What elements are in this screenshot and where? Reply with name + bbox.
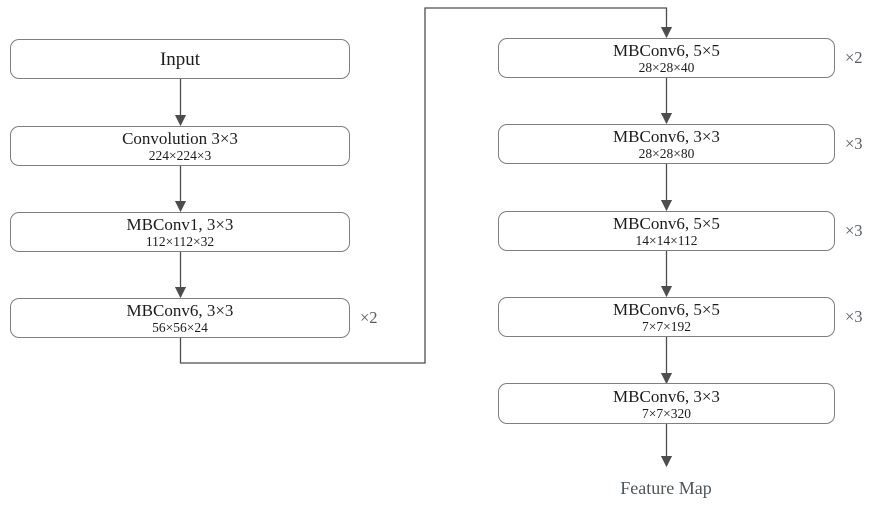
node-mbconv1-3x3: MBConv1, 3×3 112×112×32 <box>10 212 350 252</box>
node-subtitle: 112×112×32 <box>145 234 215 249</box>
node-input: Input <box>10 39 350 79</box>
node-mbconv6-3x3-7: MBConv6, 3×3 7×7×320 <box>498 383 835 424</box>
node-subtitle: 28×28×80 <box>638 146 695 161</box>
node-subtitle: 7×7×192 <box>642 319 691 334</box>
node-subtitle: 56×56×24 <box>152 320 208 335</box>
repeat-multiplier: ×3 <box>845 307 863 326</box>
node-title: MBConv6, 5×5 <box>613 214 720 233</box>
node-convolution: Convolution 3×3 224×224×3 <box>10 126 350 166</box>
node-mbconv6-5x5-7: MBConv6, 5×5 7×7×192 <box>498 297 835 337</box>
node-title: MBConv6, 3×3 <box>613 127 720 146</box>
repeat-multiplier: ×3 <box>845 134 863 153</box>
node-mbconv6-3x3-28: MBConv6, 3×3 28×28×80 <box>498 124 835 164</box>
node-title: MBConv6, 3×3 <box>613 386 720 406</box>
node-mbconv6-3x3-56: MBConv6, 3×3 56×56×24 <box>10 298 350 338</box>
node-title: MBConv6, 5×5 <box>613 41 720 60</box>
repeat-multiplier: ×2 <box>360 308 378 327</box>
node-title: Convolution 3×3 <box>122 129 238 148</box>
node-subtitle: 224×224×3 <box>148 148 212 163</box>
node-mbconv6-5x5-14: MBConv6, 5×5 14×14×112 <box>498 211 835 251</box>
repeat-multiplier: ×3 <box>845 221 863 240</box>
node-title: MBConv1, 3×3 <box>126 215 234 234</box>
node-title: MBConv6, 5×5 <box>613 300 720 319</box>
node-subtitle: 14×14×112 <box>635 233 698 248</box>
node-title: Input <box>159 48 201 70</box>
output-label: Feature Map <box>620 478 712 498</box>
node-mbconv6-5x5-28: MBConv6, 5×5 28×28×40 <box>498 38 835 78</box>
node-title: MBConv6, 3×3 <box>126 301 234 320</box>
node-subtitle: 28×28×40 <box>638 60 695 75</box>
node-subtitle: 7×7×320 <box>642 405 691 421</box>
repeat-multiplier: ×2 <box>845 48 863 67</box>
